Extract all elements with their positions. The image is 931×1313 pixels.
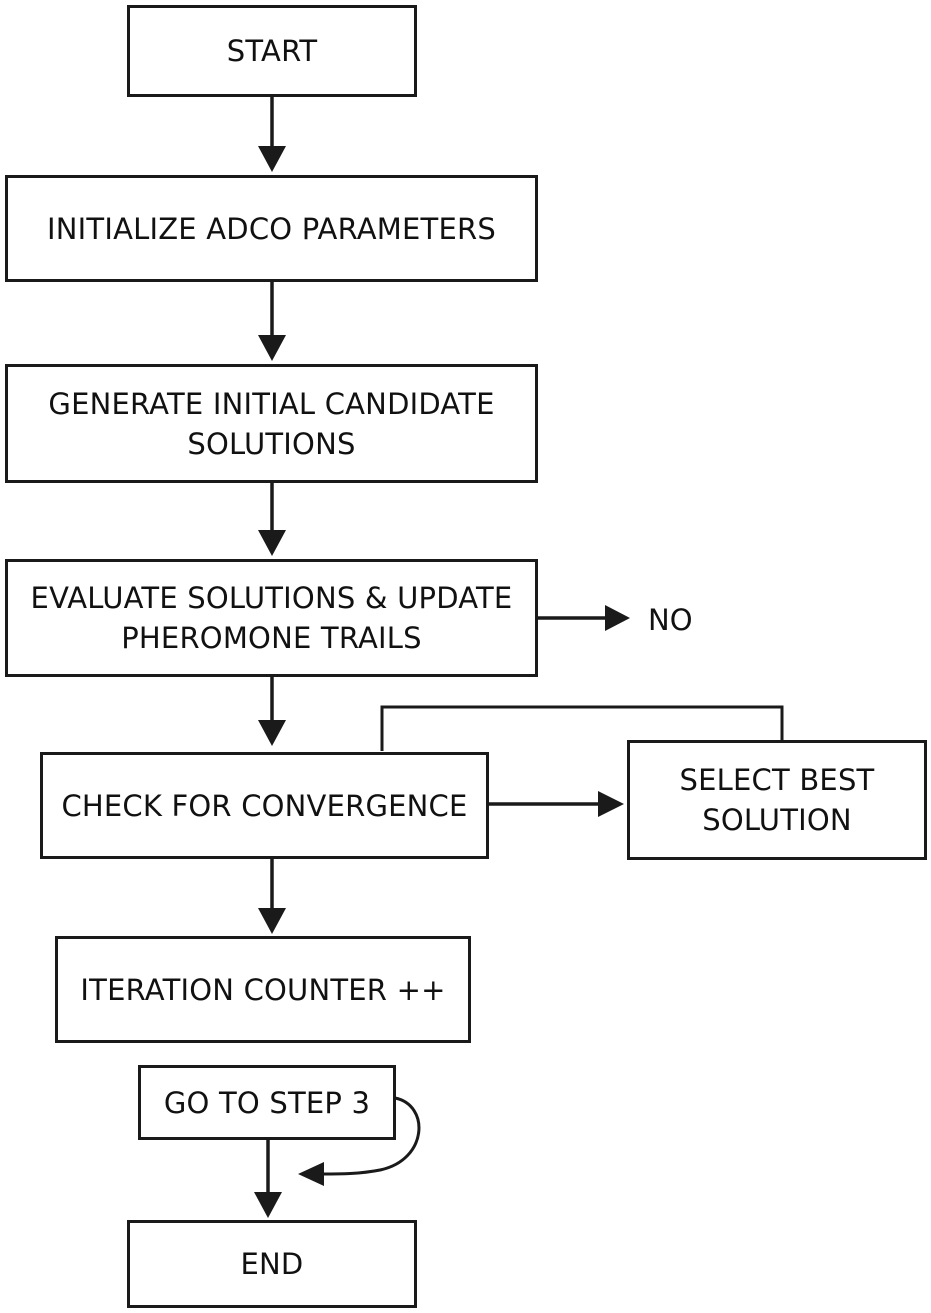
arrow-check-to-select [488, 791, 624, 817]
check-convergence-box: CHECK FOR CONVERGENCE [40, 752, 489, 859]
start-label: START [226, 34, 318, 68]
select-best-solution-label-line2: SOLUTION [702, 803, 852, 837]
go-to-step-box: GO TO STEP 3 [138, 1065, 396, 1140]
check-convergence-label: CHECK FOR CONVERGENCE [61, 788, 468, 823]
go-to-step-label: GO TO STEP 3 [163, 1085, 371, 1120]
iteration-counter-box: ITERATION COUNTER ++ [55, 936, 471, 1043]
select-best-solution-box: SELECT BEST SOLUTION [627, 740, 927, 860]
iteration-counter-label: ITERATION COUNTER ++ [80, 972, 446, 1007]
generate-candidates-label-line1: GENERATE INITIAL CANDIDATE [48, 386, 495, 421]
evaluate-solutions-box: EVALUATE SOLUTIONS & UPDATE PHEROMONE TR… [5, 559, 538, 677]
arrow-initialize-to-generate [258, 281, 286, 361]
evaluate-solutions-label-line2: PHEROMONE TRAILS [121, 621, 422, 655]
start-box: START [127, 5, 417, 97]
arrow-evaluate-to-check [258, 676, 286, 746]
select-best-solution-label-line1: SELECT BEST [679, 763, 875, 797]
end-label: END [240, 1247, 304, 1281]
arrow-check-to-iteration [258, 859, 286, 934]
generate-candidates-label-line2: SOLUTIONS [187, 426, 356, 461]
evaluate-solutions-label-line1: EVALUATE SOLUTIONS & UPDATE [30, 581, 513, 615]
end-box: END [127, 1220, 417, 1308]
curved-return-arrow [298, 1096, 421, 1186]
no-label: NO [648, 603, 693, 637]
loop-select-to-check [380, 705, 784, 751]
arrow-start-to-initialize [258, 96, 286, 172]
initialize-parameters-box: INITIALIZE ADCO PARAMETERS [5, 175, 538, 282]
arrow-goto-to-end [254, 1139, 282, 1218]
generate-candidates-box: GENERATE INITIAL CANDIDATE SOLUTIONS [5, 364, 538, 483]
initialize-parameters-label: INITIALIZE ADCO PARAMETERS [47, 211, 496, 246]
arrow-evaluate-to-no [537, 605, 630, 631]
arrow-generate-to-evaluate [258, 483, 286, 556]
